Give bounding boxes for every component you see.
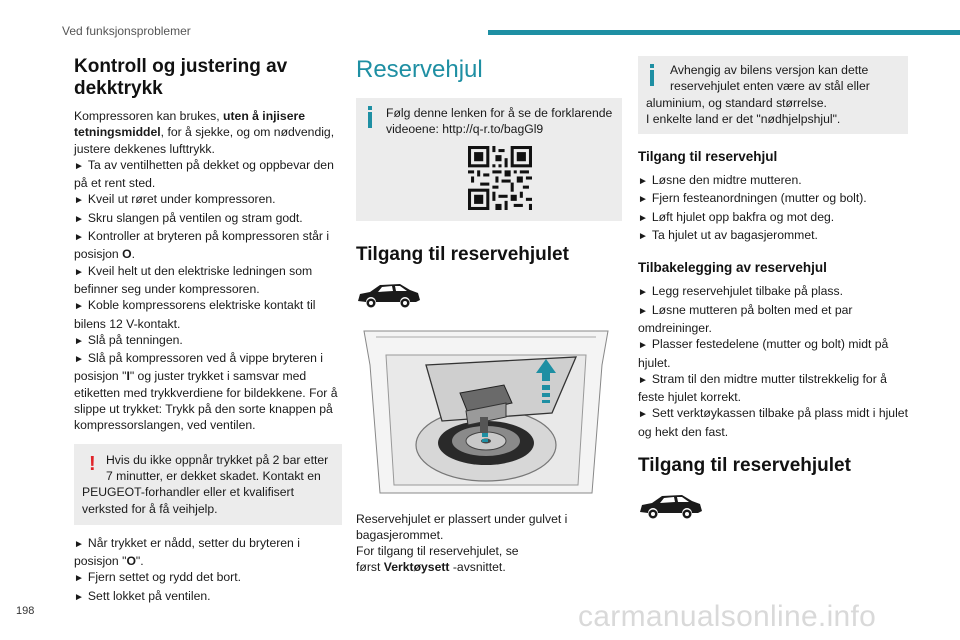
- list-item: ►Koble kompressorens elektriske kontakt …: [74, 298, 316, 331]
- bullet-arrow-icon: ►: [638, 194, 648, 206]
- list-item: ►Løft hjulet opp bakfra og mot deg.: [638, 209, 835, 224]
- return-steps: ►Legg reservehjulet tilbake på plass. ►L…: [638, 283, 908, 440]
- qr-code-icon[interactable]: [468, 145, 532, 210]
- column-spare-access: Avhengig av bilens versjon kan dette res…: [638, 56, 908, 520]
- bullet-arrow-icon: ►: [74, 195, 84, 207]
- list-item: ►Plasser festedelene (mutter og bolt) mi…: [638, 337, 889, 370]
- list-item: ►Sett lokket på ventilen.: [74, 588, 211, 603]
- list-item: ►Løsne mutteren på bolten med et par omd…: [638, 302, 853, 335]
- list-item: ►Ta hjulet ut av bagasjerommet.: [638, 228, 818, 243]
- list-item: ►Ta av ventilhetten på dekket og oppbeva…: [74, 157, 334, 191]
- bullet-arrow-icon: ►: [74, 354, 84, 366]
- bullet-arrow-icon: ►: [74, 301, 84, 313]
- list-item: ►Skru slangen på ventilen og stram godt.: [74, 210, 303, 225]
- list-item: ►Legg reservehjulet tilbake på plass.: [638, 284, 843, 299]
- warning-icon: !: [89, 452, 96, 475]
- bullet-arrow-icon: ►: [74, 232, 84, 244]
- steps-list-2: ►Når trykket er nådd, setter du bryteren…: [74, 535, 342, 606]
- bullet-arrow-icon: ►: [638, 212, 648, 224]
- info-box-video: Følg denne lenken for å se de forklarend…: [356, 98, 622, 221]
- running-header: Ved funksjonsproblemer: [62, 24, 191, 38]
- section-title-compressor: Kontroll og justering av dekktrykk: [74, 56, 288, 99]
- warning-box: ! Hvis du ikke oppnår trykket på 2 bar e…: [74, 443, 342, 525]
- list-item: ►Løsne den midtre mutteren.: [638, 173, 802, 188]
- warning-text-first: Hvis du ikke oppnår trykket på 2 bar ett…: [106, 452, 329, 483]
- bullet-arrow-icon: ►: [74, 335, 84, 347]
- page-number: 198: [16, 605, 35, 617]
- heading-return-spare: Tilbakelegging av reservehjul: [638, 260, 827, 276]
- section-title-spare-wheel: Reservehjul: [356, 56, 483, 83]
- list-item: ►Kveil helt ut den elektriske ledningen …: [74, 263, 313, 296]
- subtitle-access-spare: Tilgang til reservehjulet: [356, 243, 569, 265]
- list-item: ►Sett verktøykassen tilbake på plass mid…: [638, 406, 908, 439]
- spare-wheel-trunk-diagram: [356, 324, 616, 495]
- header-accent-bar: [488, 30, 960, 35]
- intro-paragraph: Kompressoren kan brukes, uten å injisere…: [74, 109, 335, 156]
- column-compressor: Kontroll og justering av dekktrykk Kompr…: [74, 56, 342, 606]
- info-text-rest-2: I enkelte land er det "nødhjelpshjul".: [646, 111, 841, 126]
- list-item: ►Slå på kompressoren ved å vippe brytere…: [74, 351, 338, 433]
- car-silhouette-icon: [640, 495, 702, 519]
- bullet-arrow-icon: ►: [638, 340, 648, 352]
- list-item: ►Kveil ut røret under kompressoren.: [74, 192, 276, 207]
- car-silhouette-icon: [358, 283, 420, 308]
- heading-access-spare: Tilgang til reservehjul: [638, 149, 778, 165]
- access-steps: ►Løsne den midtre mutteren. ►Fjern feste…: [638, 172, 908, 245]
- info-text-video: Følg denne lenken for å se de forklarend…: [386, 106, 613, 137]
- spare-location-text: Reservehjulet er plassert under gulvet i…: [356, 511, 568, 575]
- bullet-arrow-icon: ►: [74, 591, 84, 603]
- bullet-arrow-icon: ►: [638, 409, 648, 421]
- info-text-rest: aluminium, og standard størrelse.: [646, 95, 827, 110]
- link-toolkit[interactable]: Verktøysett: [383, 560, 450, 575]
- info-icon: [650, 64, 656, 86]
- bullet-arrow-icon: ►: [638, 374, 648, 386]
- bullet-arrow-icon: ►: [638, 231, 648, 243]
- info-text-first: Avhengig av bilens versjon kan dette res…: [670, 63, 870, 94]
- info-icon: [368, 106, 374, 128]
- bullet-arrow-icon: ►: [74, 213, 84, 225]
- bullet-arrow-icon: ►: [638, 287, 648, 299]
- list-item: ►Slå på tenningen.: [74, 332, 183, 347]
- steps-list-1: ►Ta av ventilhetten på dekket og oppbeva…: [74, 157, 342, 434]
- list-item: ►Når trykket er nådd, setter du bryteren…: [74, 535, 300, 569]
- bullet-arrow-icon: ►: [74, 573, 84, 585]
- list-item: ►Fjern festeanordningen (mutter og bolt)…: [638, 191, 867, 206]
- bullet-arrow-icon: ►: [638, 305, 648, 317]
- watermark-text: carmanualsonline.info: [578, 600, 877, 633]
- list-item: ►Fjern settet og rydd det bort.: [74, 570, 242, 585]
- warning-text-rest: PEUGEOT-forhandler eller et kvalifisert …: [82, 485, 295, 516]
- bullet-arrow-icon: ►: [74, 160, 84, 172]
- bullet-arrow-icon: ►: [74, 266, 84, 278]
- column-spare-wheel: Reservehjul Følg denne lenken for å se d…: [356, 56, 622, 576]
- list-item: ►Stram til den midtre mutter tilstrekkel…: [638, 371, 887, 405]
- info-box-version: Avhengig av bilens versjon kan dette res…: [638, 56, 908, 135]
- list-item: ►Kontroller at bryteren på kompressoren …: [74, 229, 330, 262]
- bullet-arrow-icon: ►: [74, 538, 84, 550]
- bullet-arrow-icon: ►: [638, 176, 648, 188]
- subtitle-access-spare-2: Tilgang til reservehjulet: [638, 455, 851, 477]
